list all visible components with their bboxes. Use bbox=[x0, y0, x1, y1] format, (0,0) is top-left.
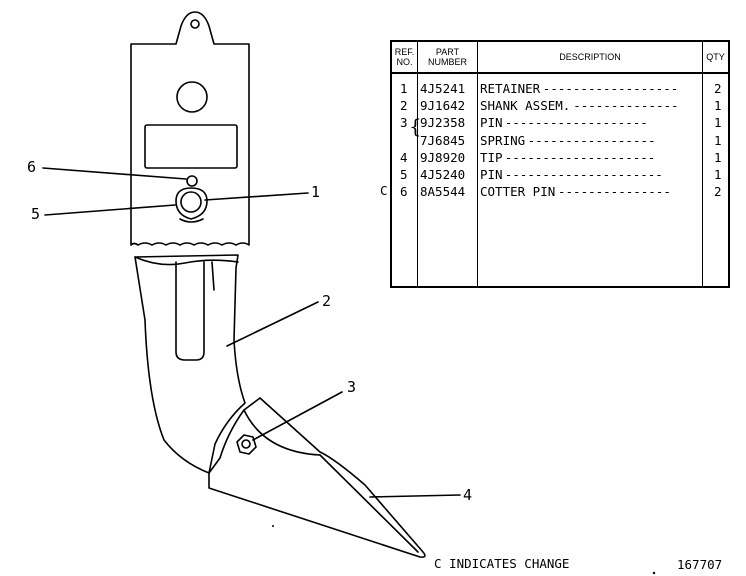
plate-upper-bore bbox=[176, 81, 208, 113]
ref-cell: 2 bbox=[400, 98, 408, 114]
col-divider bbox=[702, 42, 703, 286]
pin-part bbox=[180, 191, 202, 213]
table-row: 6 8A5544 COTTER PIN 2 --------------- bbox=[392, 183, 728, 200]
description-cell: PIN bbox=[480, 115, 503, 131]
description-cell: RETAINER bbox=[480, 81, 541, 96]
leader-dashes: --------------------- bbox=[504, 167, 663, 182]
qty-cell: 2 bbox=[714, 81, 722, 96]
description-cell: PIN bbox=[480, 167, 503, 182]
description-cell: COTTER PIN bbox=[480, 184, 556, 200]
retainer-part bbox=[175, 187, 208, 220]
leader-dashes: ------------------- bbox=[504, 115, 648, 131]
col-divider bbox=[477, 42, 478, 286]
ref-cell: 4 bbox=[400, 149, 408, 165]
ref-cell: 1 bbox=[400, 81, 408, 96]
header-ref-no: REF. NO. bbox=[392, 42, 417, 74]
part-number-cell: 7J6845 bbox=[420, 132, 466, 148]
change-footnote: C INDICATES CHANGE bbox=[434, 556, 570, 571]
part-number-cell: 9J1642 bbox=[420, 98, 466, 114]
tip-part bbox=[208, 397, 426, 558]
ref-cell: 3 bbox=[400, 115, 408, 131]
callout-5: 5 bbox=[31, 205, 41, 223]
description-cell: SHANK ASSEM. bbox=[480, 98, 571, 114]
tip-pin bbox=[236, 434, 257, 455]
grouping-brace: { bbox=[409, 114, 422, 139]
qty-cell: 2 bbox=[714, 184, 722, 200]
plate-slot bbox=[144, 124, 238, 169]
table-row: 2 9J1642 SHANK ASSEM. 1 -------------- bbox=[392, 97, 728, 114]
table-row: 5 4J5240 PIN 1 --------------------- bbox=[392, 166, 728, 183]
leader-dashes: ----------------- bbox=[527, 132, 656, 148]
part-number-cell: 4J5241 bbox=[420, 81, 466, 96]
table-row: 4 9J8920 TIP 1 -------------------- bbox=[392, 149, 728, 166]
table-row: 3 9J2358 PIN 1 ------------------- { bbox=[392, 114, 728, 136]
col-divider bbox=[417, 42, 418, 286]
header-qty: QTY bbox=[703, 42, 728, 74]
table-row: 7J6845 SPRING 1 ----------------- bbox=[392, 132, 728, 149]
part-number-cell: 8A5544 bbox=[420, 184, 466, 200]
callout-1: 1 bbox=[311, 183, 321, 201]
description-cell: SPRING bbox=[480, 132, 526, 148]
plate-number: 167707 bbox=[677, 557, 723, 572]
callout-6: 6 bbox=[27, 158, 37, 176]
part-number-cell: 9J2358 bbox=[420, 115, 466, 131]
qty-cell: 1 bbox=[714, 167, 722, 182]
callout-3: 3 bbox=[347, 378, 357, 396]
leader-dashes: -------------------- bbox=[504, 149, 656, 165]
leader-dashes: --------------- bbox=[558, 184, 671, 200]
table-row: 1 4J5241 RETAINER 2 ------------------ bbox=[392, 80, 728, 97]
mounting-plate bbox=[130, 11, 250, 246]
header-description: DESCRIPTION bbox=[478, 42, 702, 74]
shank-part bbox=[134, 254, 246, 474]
leader-dashes: -------------- bbox=[573, 98, 679, 114]
ref-cell: 5 bbox=[400, 167, 408, 182]
change-marker: C bbox=[380, 183, 388, 199]
callout-4: 4 bbox=[463, 486, 473, 504]
qty-cell: 1 bbox=[714, 149, 722, 165]
header-part-number: PART NUMBER bbox=[418, 42, 477, 74]
parts-list-table: REF. NO. PART NUMBER DESCRIPTION QTY 1 4J… bbox=[380, 40, 730, 288]
ref-cell: 6 bbox=[400, 184, 408, 200]
qty-cell: 1 bbox=[714, 132, 722, 148]
callout-2: 2 bbox=[322, 292, 332, 310]
mounting-hole bbox=[190, 19, 200, 29]
part-number-cell: 9J8920 bbox=[420, 149, 466, 165]
leader-dashes: ------------------ bbox=[542, 81, 679, 96]
part-number-cell: 4J5240 bbox=[420, 167, 466, 182]
qty-cell: 1 bbox=[714, 115, 722, 131]
qty-cell: 1 bbox=[714, 98, 722, 114]
cotter-pin-part bbox=[186, 175, 198, 187]
description-cell: TIP bbox=[480, 149, 503, 165]
